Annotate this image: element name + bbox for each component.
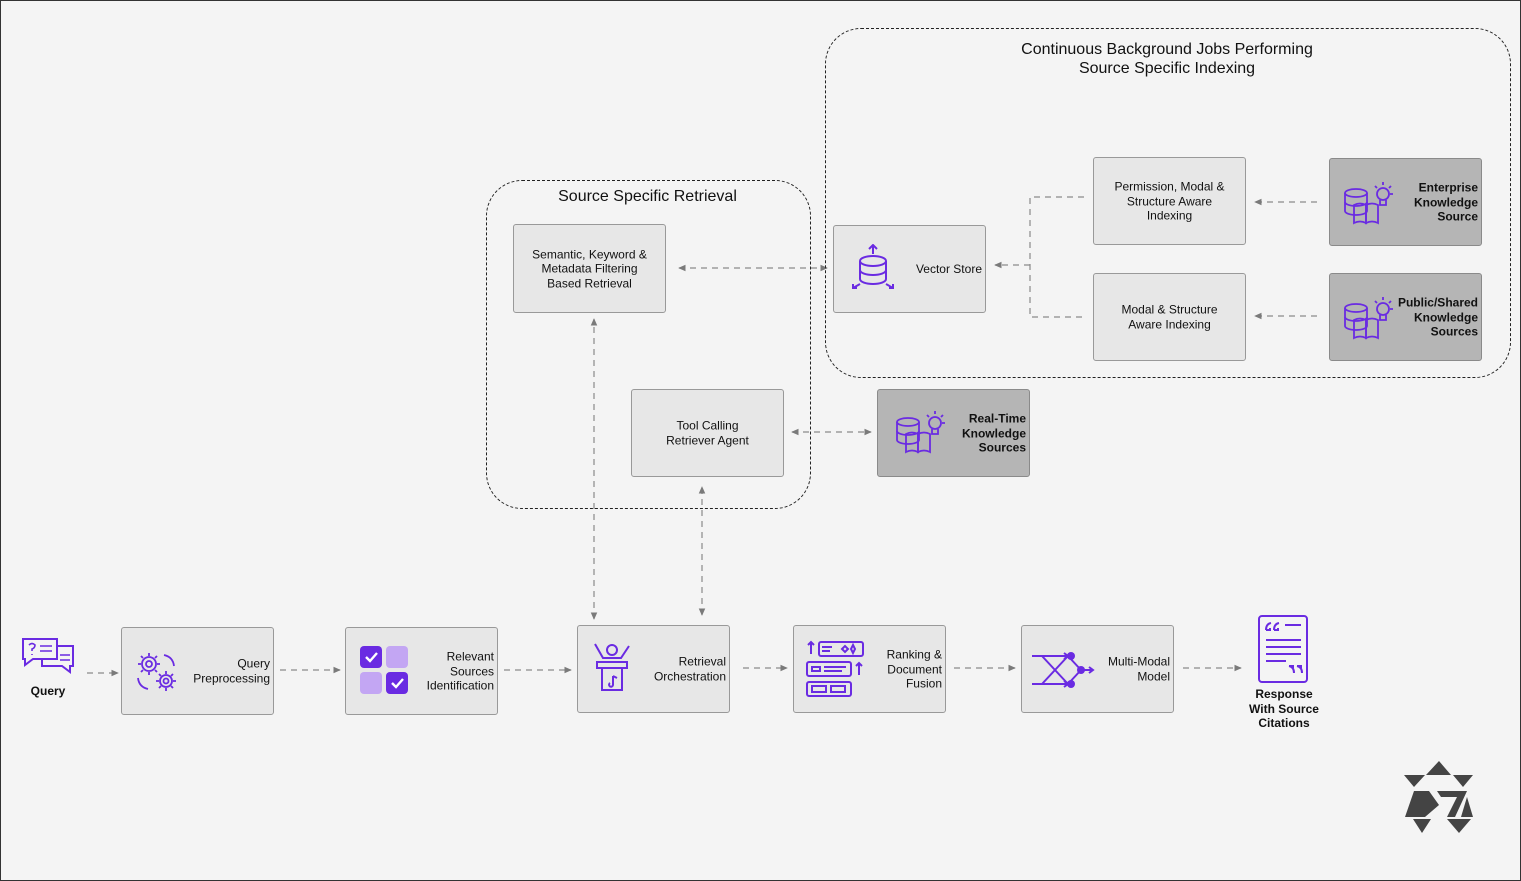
permission-indexing-node: Permission, Modal & Structure Aware Inde… (1093, 157, 1246, 245)
response-label: Response With Source Citations (1249, 687, 1319, 730)
relevant-sources-label: Relevant Sources Identification (426, 649, 494, 693)
tool-calling-node: Tool Calling Retriever Agent (631, 389, 784, 477)
realtime-sources-label: Real-Time Knowledge Sources (961, 411, 1026, 455)
source-retrieval-title: Source Specific Retrieval (558, 188, 737, 205)
semantic-retrieval-label: Semantic, Keyword & Metadata Filtering B… (532, 246, 647, 290)
public-sources-node: Public/Shared Knowledge Sources (1329, 273, 1482, 361)
multimodal-model-label: Multi-Modal Model (1107, 654, 1170, 684)
knowledge-source-icon (1344, 297, 1393, 340)
query-preprocessing-label: Query Preprocessing (193, 656, 270, 686)
tool-calling-label: Tool Calling Retriever Agent (666, 418, 749, 448)
chat-bubbles-icon (22, 638, 74, 674)
conductor-icon (594, 643, 630, 691)
enterprise-source-node: Enterprise Knowledge Source (1329, 158, 1482, 246)
gears-icon (137, 653, 176, 691)
source-retrieval-group (486, 180, 811, 509)
retrieval-orchestration-label: Retrieval Orchestration (653, 654, 726, 684)
brand-logo (1404, 761, 1473, 833)
vector-store-node: Vector Store (833, 225, 986, 313)
background-jobs-group (825, 28, 1511, 378)
document-quote-icon (1258, 615, 1308, 683)
background-jobs-title: Continuous Background Jobs Performing So… (1021, 41, 1313, 77)
permission-indexing-label: Permission, Modal & Structure Aware Inde… (1114, 179, 1225, 223)
modal-indexing-node: Modal & Structure Aware Indexing (1093, 273, 1246, 361)
knowledge-source-icon (1344, 182, 1393, 225)
modal-indexing-label: Modal & Structure Aware Indexing (1121, 302, 1218, 332)
relevant-sources-node: Relevant Sources Identification (345, 627, 498, 715)
arrow-indexing-to-vectorstore (1029, 196, 1084, 318)
network-icon (1032, 652, 1095, 688)
ranking-fusion-label: Ranking & Document Fusion (886, 647, 942, 691)
database-icon (852, 244, 894, 289)
ranking-icon (806, 640, 864, 697)
ranking-fusion-node: Ranking & Document Fusion (793, 625, 946, 713)
realtime-sources-node: Real-Time Knowledge Sources (877, 389, 1030, 477)
checklist-grid-icon (360, 646, 408, 694)
vector-store-label: Vector Store (915, 261, 982, 276)
knowledge-source-icon (896, 411, 945, 454)
query-preprocessing-node: Query Preprocessing (121, 627, 274, 715)
public-sources-label: Public/Shared Knowledge Sources (1397, 295, 1478, 339)
enterprise-source-label: Enterprise Knowledge Source (1413, 180, 1478, 224)
multimodal-model-node: Multi-Modal Model (1021, 625, 1174, 713)
semantic-retrieval-node: Semantic, Keyword & Metadata Filtering B… (513, 224, 666, 313)
retrieval-orchestration-node: Retrieval Orchestration (577, 625, 730, 713)
query-label: Query (30, 684, 66, 698)
